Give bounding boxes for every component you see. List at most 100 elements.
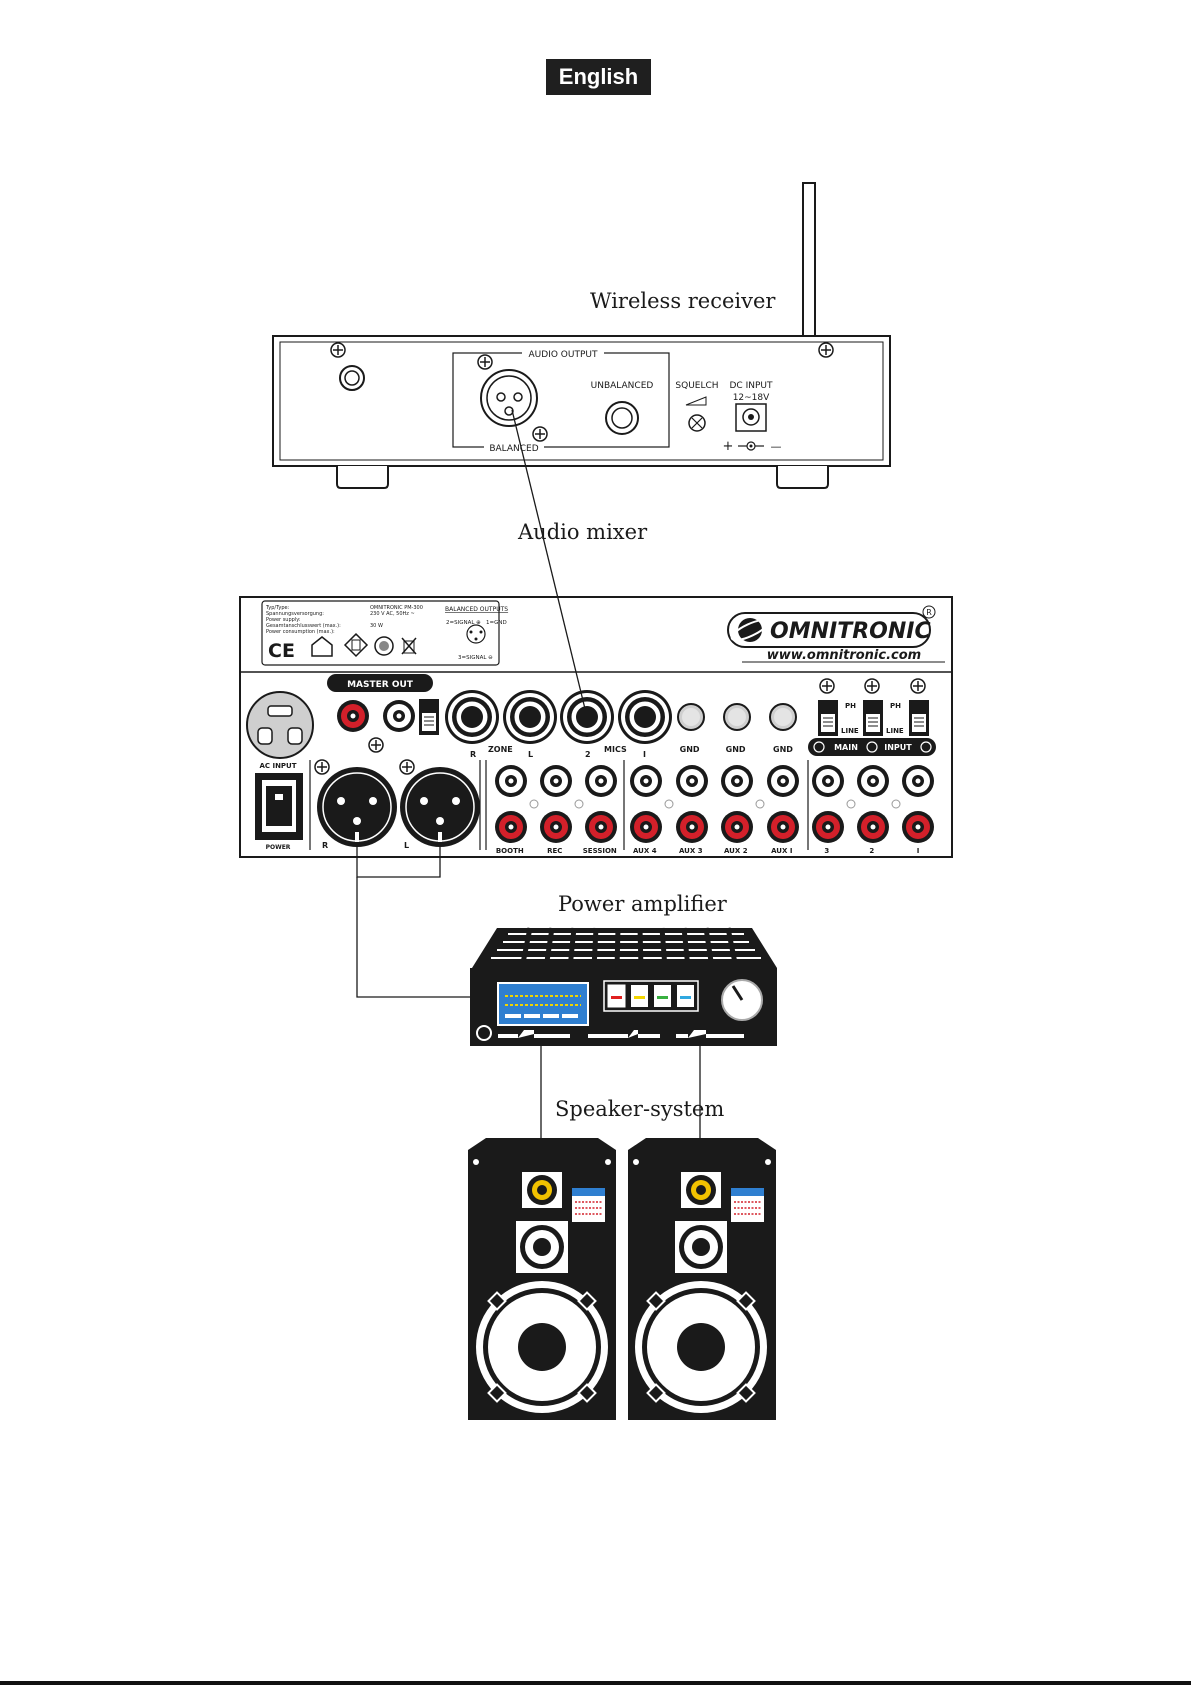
receiver-label: Wireless receiver — [590, 289, 776, 313]
minus-sign: — — [771, 440, 782, 453]
rca-aux3-right[interactable] — [676, 811, 708, 843]
spec-line: Typ/Type: — [265, 605, 290, 611]
ac-input-label: AC INPUT — [259, 762, 296, 770]
balanced-outputs-label: BALANCED OUTPUTS — [445, 606, 508, 613]
spec-value: 30 W — [370, 623, 383, 629]
rca-aux1-right[interactable] — [767, 811, 799, 843]
website: www.omnitronic.com — [767, 648, 921, 663]
rca-aux2-right[interactable] — [721, 811, 753, 843]
amp-power-button[interactable] — [476, 1025, 492, 1041]
power-switch[interactable] — [255, 773, 303, 840]
audio-mixer: Typ/Type: Spannungsversorgung: Power sup… — [239, 596, 953, 858]
rca-main2-right[interactable] — [857, 811, 889, 843]
amp-selector-buttons — [603, 980, 699, 1012]
master-out-rca-left[interactable] — [383, 700, 415, 732]
rca-label: AUX 3 — [679, 847, 703, 855]
dc-input-label: DC INPUT — [730, 381, 773, 391]
audio-output-label: AUDIO OUTPUT — [529, 350, 598, 360]
spec-line: Spannungsversorgung: — [266, 611, 324, 617]
rca-session-left[interactable] — [585, 765, 617, 797]
rca-main2-left[interactable] — [857, 765, 889, 797]
gnd-label: GND — [680, 745, 700, 754]
rca-rec-left[interactable] — [540, 765, 572, 797]
ce-mark: CE — [268, 640, 295, 662]
ph-label: PH — [845, 702, 856, 710]
input-label: INPUT — [884, 743, 912, 752]
phono-line-switch[interactable] — [908, 699, 930, 737]
xlr-out-right[interactable] — [316, 766, 398, 848]
pin-1-label: 1=GND — [486, 620, 507, 626]
balanced-label: BALANCED — [489, 444, 538, 454]
phono-line-switch[interactable] — [862, 699, 884, 737]
amp-volume-knob[interactable] — [721, 979, 763, 1021]
rca-main1-left[interactable] — [902, 765, 934, 797]
rca-label: 2 — [869, 847, 874, 855]
xlr-out-left[interactable] — [399, 766, 481, 848]
cable-mixer-to-amp — [356, 877, 470, 998]
zone-jack-left[interactable] — [502, 689, 558, 745]
squelch-knob[interactable] — [688, 414, 706, 432]
brand-logo — [727, 612, 931, 648]
speakers-label: Speaker-system — [555, 1097, 725, 1121]
gnd-post[interactable] — [723, 703, 751, 731]
rca-label: AUX 4 — [633, 847, 657, 855]
jack-label: R — [470, 750, 476, 759]
main-label: MAIN — [834, 743, 858, 752]
mic-jack-1[interactable] — [617, 689, 673, 745]
rca-booth-left[interactable] — [495, 765, 527, 797]
spec-line: Gesamtanschlusswert (max.): — [266, 623, 341, 629]
gnd-post[interactable] — [677, 703, 705, 731]
spec-line: Power consumption (max.): — [266, 629, 335, 635]
master-out-rca-right[interactable] — [337, 700, 369, 732]
spec-label — [261, 600, 500, 666]
cable-receiver-to-mixer — [511, 409, 588, 718]
phono-line-switch[interactable] — [817, 699, 839, 737]
dc-input-jack[interactable] — [735, 403, 767, 432]
gnd-label: GND — [773, 745, 793, 754]
master-slide-switch[interactable] — [418, 698, 440, 736]
rca-aux3-left[interactable] — [676, 765, 708, 797]
rca-rec-right[interactable] — [540, 811, 572, 843]
antenna — [802, 182, 816, 354]
wireless-receiver: AUDIO OUTPUT BALANCED UNBALANCED SQUELCH… — [272, 182, 891, 489]
rca-main3-right[interactable] — [812, 811, 844, 843]
rca-label: BOOTH — [496, 847, 524, 855]
fuse-icon — [374, 636, 394, 656]
rca-session-right[interactable] — [585, 811, 617, 843]
gnd-label: GND — [726, 745, 746, 754]
squelch-label: SQUELCH — [675, 381, 718, 391]
xlr-left-label: L — [404, 841, 409, 850]
line-label: LINE — [841, 727, 859, 735]
rca-aux1-left[interactable] — [767, 765, 799, 797]
rca-main3-left[interactable] — [812, 765, 844, 797]
amp-vent-grille — [491, 933, 761, 959]
indoor-use-icon — [311, 636, 333, 657]
rca-aux2-left[interactable] — [721, 765, 753, 797]
zone-jack-right[interactable] — [444, 689, 500, 745]
rca-booth-right[interactable] — [495, 811, 527, 843]
svg-text:GND GND GND: GND GND GND — [680, 745, 794, 754]
line-label: LINE — [886, 727, 904, 735]
ph-label: PH — [890, 702, 901, 710]
rca-label: REC — [547, 847, 562, 855]
rca-aux4-left[interactable] — [630, 765, 662, 797]
power-label: POWER — [266, 844, 291, 851]
language-badge: English — [546, 59, 651, 95]
spec-line: Power supply: — [266, 617, 301, 623]
xlr-pinout-icon — [466, 624, 486, 644]
rca-label: AUX 2 — [724, 847, 748, 855]
unbalanced-jack[interactable] — [605, 401, 639, 435]
ac-input-socket[interactable] — [246, 691, 314, 759]
gnd-post[interactable] — [769, 703, 797, 731]
svg-text:Typ/Type: Spannungsverso: Typ/Type: Spannungsversorgung: Power sup… — [265, 605, 425, 635]
master-out-label: MASTER OUT — [347, 680, 414, 690]
registered-mark: R — [926, 608, 932, 617]
rca-label: AUX I — [771, 847, 792, 855]
rca-main1-right[interactable] — [902, 811, 934, 843]
rca-aux4-right[interactable] — [630, 811, 662, 843]
main-input-badge — [808, 738, 936, 756]
master-out-badge — [327, 674, 433, 692]
xlr-output[interactable] — [480, 369, 538, 427]
page-bottom-rule — [0, 1681, 1191, 1685]
